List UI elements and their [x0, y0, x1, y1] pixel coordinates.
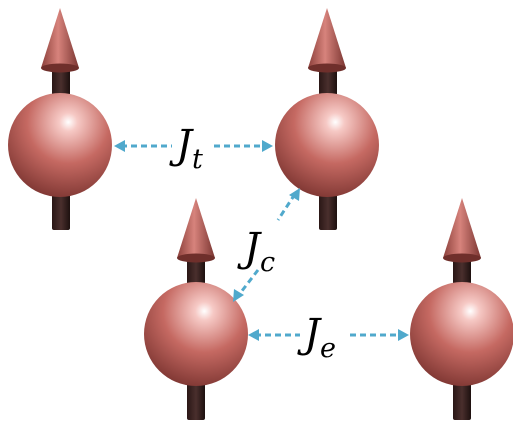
spin-sphere [144, 282, 248, 386]
coupling-arrowhead-lower [233, 289, 244, 302]
coupling-label-sub: t [192, 144, 203, 175]
coupling-bottom: Je [248, 311, 409, 364]
coupling-label: Jc [237, 225, 275, 278]
spin-arrowhead-base [308, 63, 346, 73]
coupling-arrowhead-right [398, 329, 409, 341]
coupling-label-main: J [169, 122, 194, 168]
coupling-arrowhead-upper [289, 188, 300, 201]
spin-arrowhead-base [443, 253, 481, 263]
coupling-label-sub: e [320, 333, 336, 364]
spin-top-left [8, 8, 112, 230]
coupling-cross: Jc [233, 188, 300, 302]
spin-top-right [275, 8, 379, 230]
spin-arrowhead-base [177, 253, 215, 263]
spin-sphere [275, 93, 379, 197]
coupling-arrowhead-left [248, 329, 259, 341]
spin-arrowhead [41, 8, 79, 68]
coupling-label-main: J [237, 225, 262, 271]
spin-sphere [410, 282, 513, 386]
coupling-label: Je [297, 311, 336, 364]
spin-arrowhead [443, 198, 481, 258]
spin-bottom-left [144, 198, 248, 420]
coupling-arrowhead-right [262, 140, 273, 152]
spin-bottom-right [410, 198, 513, 420]
spin-arrowhead-base [41, 63, 79, 73]
coupling-dashed-line [276, 193, 297, 221]
spin-sphere [8, 93, 112, 197]
spin-arrowhead [308, 8, 346, 68]
coupling-label: Jt [169, 122, 203, 175]
spin-arrowhead [177, 198, 215, 258]
coupling-dashed-line [236, 269, 260, 297]
coupling-arrowhead-left [114, 140, 125, 152]
coupling-label-sub: c [260, 247, 275, 278]
coupling-label-main: J [297, 311, 322, 357]
coupling-top: Jt [114, 122, 273, 175]
